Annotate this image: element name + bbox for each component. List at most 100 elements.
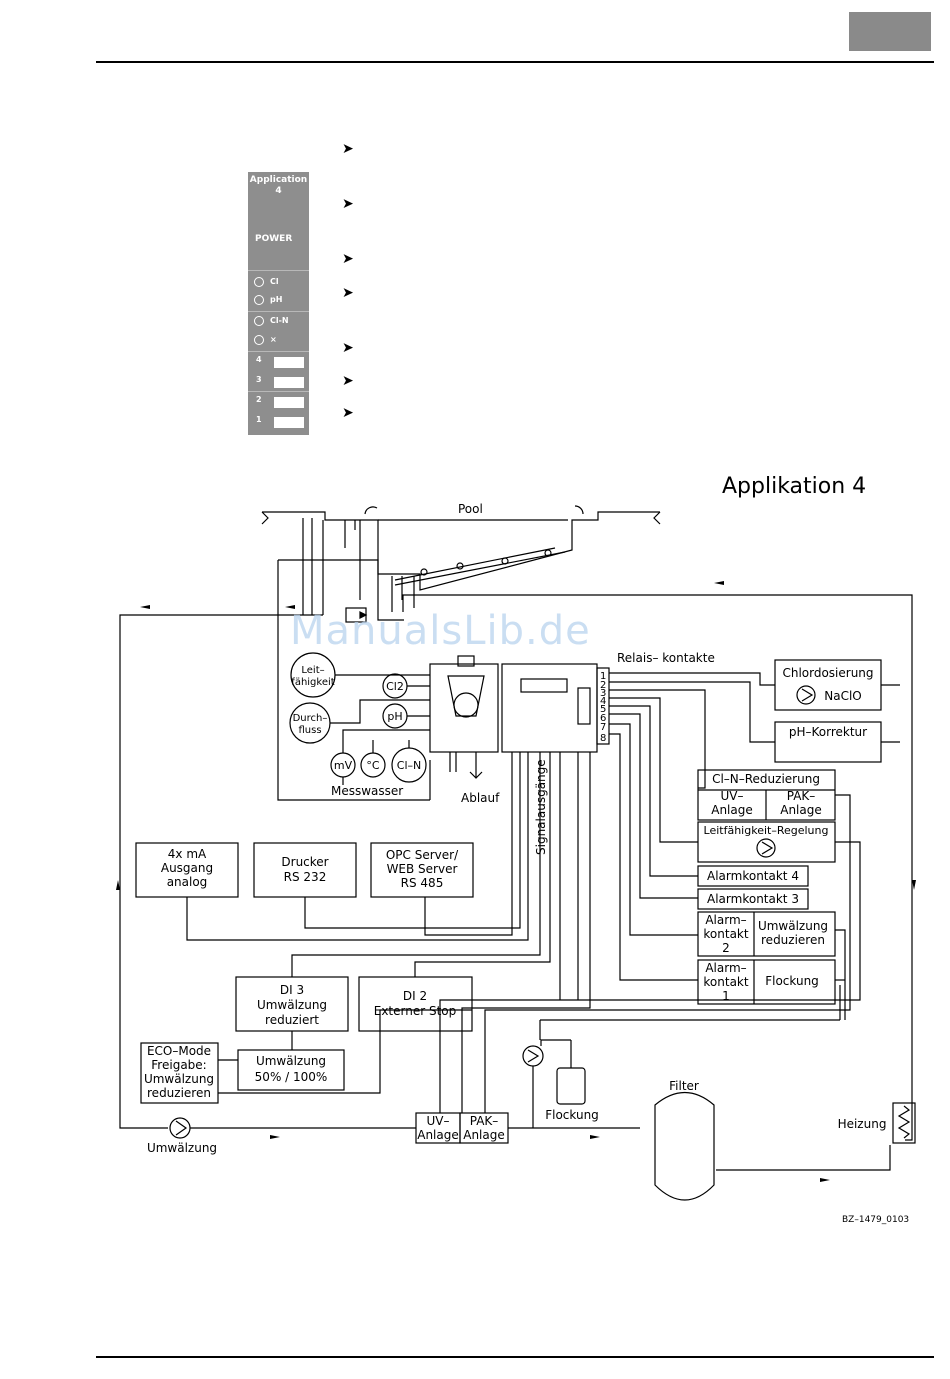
- opc-label: RS 485: [401, 876, 444, 890]
- signal-outputs-label: Signalausgänge: [534, 759, 548, 855]
- led-label-ph: pH: [270, 295, 283, 304]
- uv-bottom-label: Anlage: [417, 1128, 459, 1142]
- opc-label: WEB Server: [387, 862, 458, 876]
- bullet-arrow-icon: ➤: [342, 141, 354, 157]
- relay-number-3: 3: [256, 375, 262, 384]
- relay-number-1: 1: [256, 415, 262, 424]
- panel-divider: [248, 311, 309, 312]
- drucker-label: Drucker: [281, 855, 328, 869]
- relay-num: 8: [600, 733, 606, 744]
- uv-bottom-label: UV–: [427, 1114, 450, 1128]
- ph-sensor-label: pH: [387, 710, 402, 723]
- umw-red-label: Umwälzung: [758, 919, 828, 933]
- led-label-cln: Cl-N: [270, 316, 289, 325]
- alarm1-label: kontakt: [703, 975, 748, 989]
- device-front-panel: Application 4 POWER Cl pH Cl-N × 4 3 2 1: [248, 172, 309, 435]
- uv-anlage-label: Anlage: [711, 803, 753, 817]
- cl2-led-icon: [254, 277, 264, 287]
- pak-anlage-label: Anlage: [780, 803, 822, 817]
- eco-label: Umwälzung: [144, 1072, 214, 1086]
- panel-divider: [248, 270, 309, 271]
- filter-label: Filter: [669, 1079, 699, 1093]
- ph-korrektur-label: pH–Korrektur: [789, 725, 867, 739]
- relay-number-4: 4: [256, 355, 262, 364]
- led-label-cl: Cl: [270, 277, 279, 286]
- bullet-arrow-icon: ➤: [342, 251, 354, 267]
- umwaelzung-label: Umwälzung: [147, 1141, 217, 1155]
- pool-label: Pool: [458, 502, 483, 516]
- alarm1-label: Alarm–: [705, 961, 746, 975]
- relay-num: 3: [600, 688, 606, 699]
- drawing-code: BZ–1479_0103: [842, 1215, 910, 1225]
- uv-anlage-label: UV–: [721, 789, 744, 803]
- di3-label: reduziert: [265, 1013, 319, 1027]
- cln-led-icon: [254, 316, 264, 326]
- page-tab-marker: [849, 12, 931, 51]
- messwasser-label: Messwasser: [331, 784, 403, 798]
- mv-sensor-label: mV: [334, 759, 353, 772]
- eco-label: ECO–Mode: [147, 1044, 211, 1058]
- di2-label: DI 2: [403, 989, 427, 1003]
- cln-reduzierung-label: Cl–N–Reduzierung: [712, 772, 820, 786]
- relay-4-label-box: [274, 357, 304, 368]
- umw-pct-label: Umwälzung: [256, 1054, 326, 1068]
- relay-number-2: 2: [256, 395, 262, 404]
- cl2-sensor-label: Cl2: [386, 680, 404, 693]
- relay-1-label-box: [274, 417, 304, 428]
- led-label-fault: ×: [270, 335, 277, 344]
- umw-red-label: reduzieren: [761, 933, 825, 947]
- di2-label: Externer Stop: [374, 1004, 457, 1018]
- opc-label: OPC Server/: [386, 848, 459, 862]
- relay-num: 1: [600, 671, 606, 682]
- flockung-tank-label: Flockung: [545, 1108, 599, 1122]
- alarm2-label: Alarm–: [705, 913, 746, 927]
- eco-label: Freigabe:: [151, 1058, 206, 1072]
- relay-num: 5: [600, 704, 606, 715]
- diagram-title: Applikation 4: [722, 474, 866, 499]
- panel-app-title: Application: [249, 175, 308, 185]
- relay-numbers: 1 2 3 4 5 6 7 8: [600, 671, 606, 744]
- alarm3-label: Alarmkontakt 3: [707, 892, 799, 906]
- out-ma-label: Ausgang: [161, 861, 213, 875]
- leitf-regelung-label: Leitfähigkeit–Regelung: [704, 824, 829, 837]
- panel-divider: [248, 391, 309, 392]
- leitfaehigkeit-label: fähigkeit: [291, 677, 334, 688]
- watermark: ManualsLib.de: [290, 608, 591, 654]
- pak-bottom-label: Anlage: [463, 1128, 505, 1142]
- umw-pct-label: 50% / 100%: [255, 1070, 328, 1084]
- alarm2-label: kontakt: [703, 927, 748, 941]
- chlordosierung-label: Chlordosierung: [782, 666, 873, 680]
- fault-led-icon: [254, 335, 264, 345]
- relay-num: 4: [600, 696, 606, 707]
- di3-label: DI 3: [280, 983, 304, 997]
- ph-led-icon: [254, 295, 264, 305]
- bullet-arrow-icon: ➤: [342, 196, 354, 212]
- drucker-label: RS 232: [284, 870, 327, 884]
- relay-3-label-box: [274, 377, 304, 388]
- panel-divider: [248, 351, 309, 352]
- alarm4-label: Alarmkontakt 4: [707, 869, 799, 883]
- bullet-arrow-icon: ➤: [342, 405, 354, 421]
- alarm1-label: 1: [722, 989, 730, 1003]
- temp-sensor-label: °C: [366, 759, 380, 772]
- relay-contacts-label: Relais– kontakte: [617, 651, 715, 665]
- panel-power-label: POWER: [255, 234, 293, 244]
- durchfluss-label: Durch–: [293, 713, 328, 724]
- relay-2-label-box: [274, 397, 304, 408]
- alarm2-label: 2: [722, 941, 730, 955]
- relay-num: 2: [600, 680, 606, 691]
- header-rule: [96, 61, 934, 63]
- out-ma-label: analog: [167, 875, 208, 889]
- pak-anlage-label: PAK–: [787, 789, 816, 803]
- naclo-label: NaClO: [824, 689, 862, 703]
- di3-label: Umwälzung: [257, 998, 327, 1012]
- heizung-label: Heizung: [838, 1117, 887, 1131]
- ablauf-label: Ablauf: [461, 791, 500, 805]
- out-ma-label: 4x mA: [168, 847, 207, 861]
- panel-app-number: 4: [275, 186, 282, 196]
- leitfaehigkeit-label: Leit–: [301, 665, 324, 676]
- relay-num: 6: [600, 713, 606, 724]
- relay-num: 7: [600, 722, 606, 733]
- durchfluss-label: fluss: [298, 725, 321, 736]
